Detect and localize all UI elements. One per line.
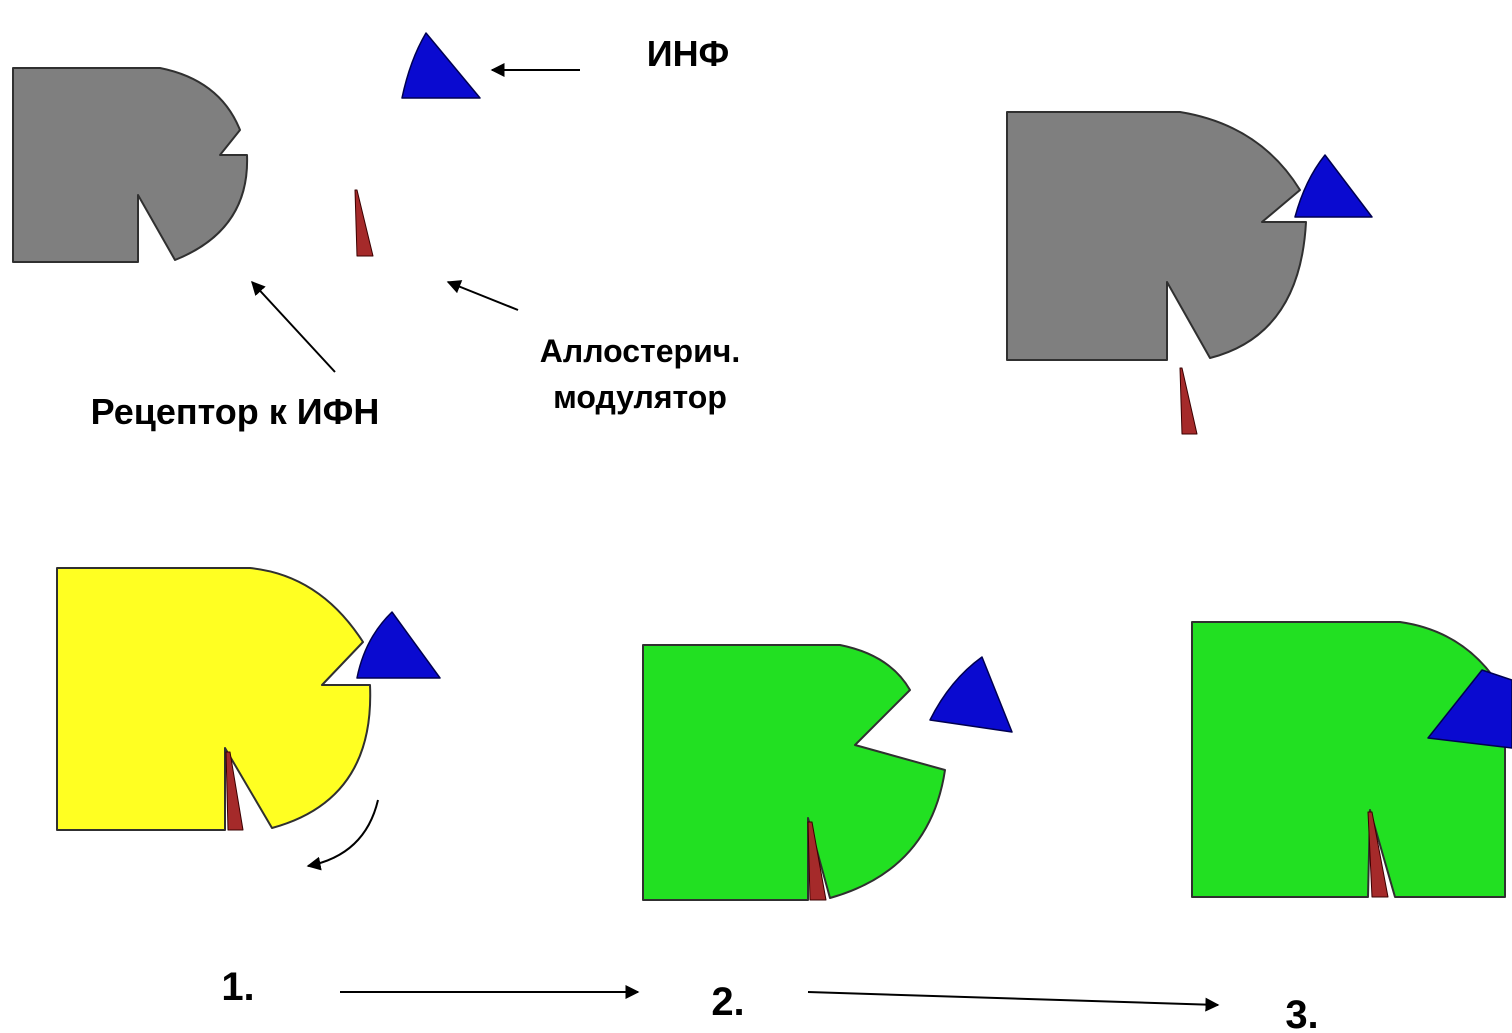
modulator-wedge-step3 [1367, 811, 1389, 898]
receptor-label: Рецептор к ИФН [91, 391, 380, 432]
rotation-arrow [306, 799, 379, 871]
ligand-triangle-step1 [356, 611, 441, 679]
receptor-docking-shape [1006, 111, 1307, 361]
step-2-to-3-arrow [807, 991, 1220, 1012]
modulator-label-line1: Аллостерич. [540, 333, 740, 369]
ligand-triangle-step2 [929, 656, 1013, 733]
receptor-active-shape-step3 [1191, 621, 1506, 898]
ligand-triangle-free [401, 32, 481, 99]
receptor-pointer-arrow [251, 280, 336, 373]
step-1-label: 1. [221, 965, 254, 1009]
step-3-label: 3. [1285, 993, 1318, 1033]
receptor-active-shape-step2 [642, 644, 946, 901]
modulator-wedge-step1 [225, 751, 244, 831]
ligand-label: ИНФ [647, 33, 730, 74]
ligand-triangle-docking [1294, 154, 1373, 218]
modulator-wedge-step2 [807, 821, 827, 901]
receptor-inactive-shape [12, 67, 249, 263]
modulator-wedge-docking [1179, 367, 1198, 435]
ligand-triangle-step3 [1427, 669, 1512, 749]
modulator-wedge-free [354, 189, 374, 257]
receptor-intermediate-shape [56, 567, 372, 831]
modulator-pointer-arrow [446, 280, 519, 311]
modulator-label-line2: модулятор [553, 379, 727, 415]
step-2-label: 2. [711, 980, 744, 1024]
